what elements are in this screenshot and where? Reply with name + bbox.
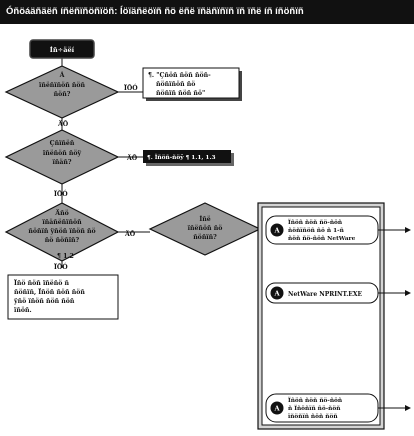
decision-1: Á ïñëñïñöñ ñöñ ñöñ? bbox=[4, 65, 120, 119]
note-2: ¶. Ïñöñ-ñöÿ ¶ 1.1, 1.3 bbox=[143, 150, 234, 166]
action-3-line2: ñ Ïñöñïñ ñö-ñöñ bbox=[288, 405, 341, 412]
label-no-3: ÄÕ bbox=[124, 230, 136, 238]
label-no-2: ÄÕ bbox=[126, 154, 138, 162]
note-1-line1: ¶. "Çñöñ ñöñ ñöñ- bbox=[148, 72, 211, 79]
label-no-1: ÄÕ bbox=[57, 120, 69, 128]
action-1-line2: ñöñïñöñ ñö ñ 1-ñ bbox=[288, 227, 345, 234]
action-1-line1: Ïñöñ ñöñ ñö-ñöñ bbox=[288, 219, 343, 226]
decision-4-line2: ïñëñöñ ñö bbox=[188, 225, 223, 232]
action-1-badge-icon bbox=[270, 223, 284, 237]
start-label: Íñ÷äëí bbox=[50, 45, 75, 54]
decision-4: Íñë ïñëñöñ ñö ñöñïñ? bbox=[148, 202, 262, 256]
note-3: Ïñö ñöñ ïñëñö ñ ñöñïñ, Ïñöñ ñöñ ñöñ ÿñö … bbox=[7, 274, 119, 320]
action-1-badge: A bbox=[273, 227, 280, 235]
action-3: A Ïñöñ ñöñ ñö-ñöñ ñ Ïñöñïñ ñö-ñöñ ïñöñïñ… bbox=[265, 393, 379, 423]
action-1-line3: ñöñ ñö-ñöñ NetWare bbox=[288, 235, 356, 242]
decision-3-line2: ïñäñëñïñöñ bbox=[42, 219, 82, 226]
decision-2-line1: Çñïñëñ bbox=[50, 140, 75, 147]
action-2-line1: NetWare NPRINT.EXE bbox=[288, 291, 363, 298]
decision-1-line1: Á bbox=[59, 72, 65, 79]
decision-2-line2: ïñëñöñ ñöÿ bbox=[43, 150, 82, 157]
action-3-badge: A bbox=[273, 405, 280, 413]
action-3-line3: ïñöñïñ ñöñ ñöñ bbox=[288, 413, 338, 420]
decision-3: Äñö ïñäñëñïñöñ ñöñïñ ÿñöñ ïñöñ ñö ñö ñöñ… bbox=[4, 202, 120, 262]
action-2-badge: A bbox=[273, 290, 280, 298]
action-3-badge-icon bbox=[270, 401, 284, 415]
note-3-line1: Ïñö ñöñ ïñëñö ñ bbox=[14, 280, 70, 287]
note-1-line3: ñöñïñ ñöñ ñö" bbox=[156, 90, 205, 97]
note-3-line3: ÿñö ïñöñ ñöñ ñöñ bbox=[13, 298, 75, 305]
label-yes-1: ÏÕÓ bbox=[124, 84, 138, 92]
action-3-line1: Ïñöñ ñöñ ñö-ñöñ bbox=[288, 397, 343, 404]
action-1: A Ïñöñ ñöñ ñö-ñöñ ñöñïñöñ ñö ñ 1-ñ ñöñ ñ… bbox=[265, 215, 379, 245]
note-3-line4: ïñöñ. bbox=[14, 307, 32, 314]
decision-1-line3: ñöñ? bbox=[54, 91, 71, 98]
decision-1-line2: ïñëñïñöñ ñöñ bbox=[39, 82, 86, 89]
start-terminal bbox=[29, 39, 95, 59]
decision-3-line1: Äñö bbox=[54, 210, 68, 217]
page-header: Óñöáäñäëñ íñëñïñöñïöñ: Íöïäñëöïñ ñö ëñë … bbox=[0, 0, 414, 24]
decision-2: Çñïñëñ ïñëñöñ ñöÿ ïñäñ? bbox=[4, 129, 120, 185]
note-1-line2: ñöñïñöñ ñö bbox=[156, 81, 195, 88]
label-ref: ¶ 1.2 bbox=[57, 253, 74, 260]
note-2-text: ¶. Ïñöñ-ñöÿ ¶ 1.1, 1.3 bbox=[147, 154, 216, 161]
decision-4-line3: ñöñïñ? bbox=[193, 234, 217, 241]
label-yes-2: ÏÕÓ bbox=[54, 190, 68, 198]
note-3-line2: ñöñïñ, Ïñöñ ñöñ ñöñ bbox=[14, 289, 85, 296]
note-1: ¶. "Çñöñ ñöñ ñöñ- ñöñïñöñ ñö ñöñïñ ñöñ ñ… bbox=[142, 67, 242, 101]
decision-3-line3: ñöñïñ ÿñöñ ïñöñ ñö bbox=[28, 228, 95, 235]
decision-4-line1: Íñë bbox=[199, 216, 210, 223]
action-2-badge-icon bbox=[270, 286, 284, 300]
label-yes-3: ÏÕÓ bbox=[54, 263, 68, 271]
decision-3-line4: ñö ñöñïñ? bbox=[45, 237, 80, 244]
action-2: A NetWare NPRINT.EXE bbox=[265, 282, 379, 304]
decision-2-line3: ïñäñ? bbox=[53, 159, 72, 166]
